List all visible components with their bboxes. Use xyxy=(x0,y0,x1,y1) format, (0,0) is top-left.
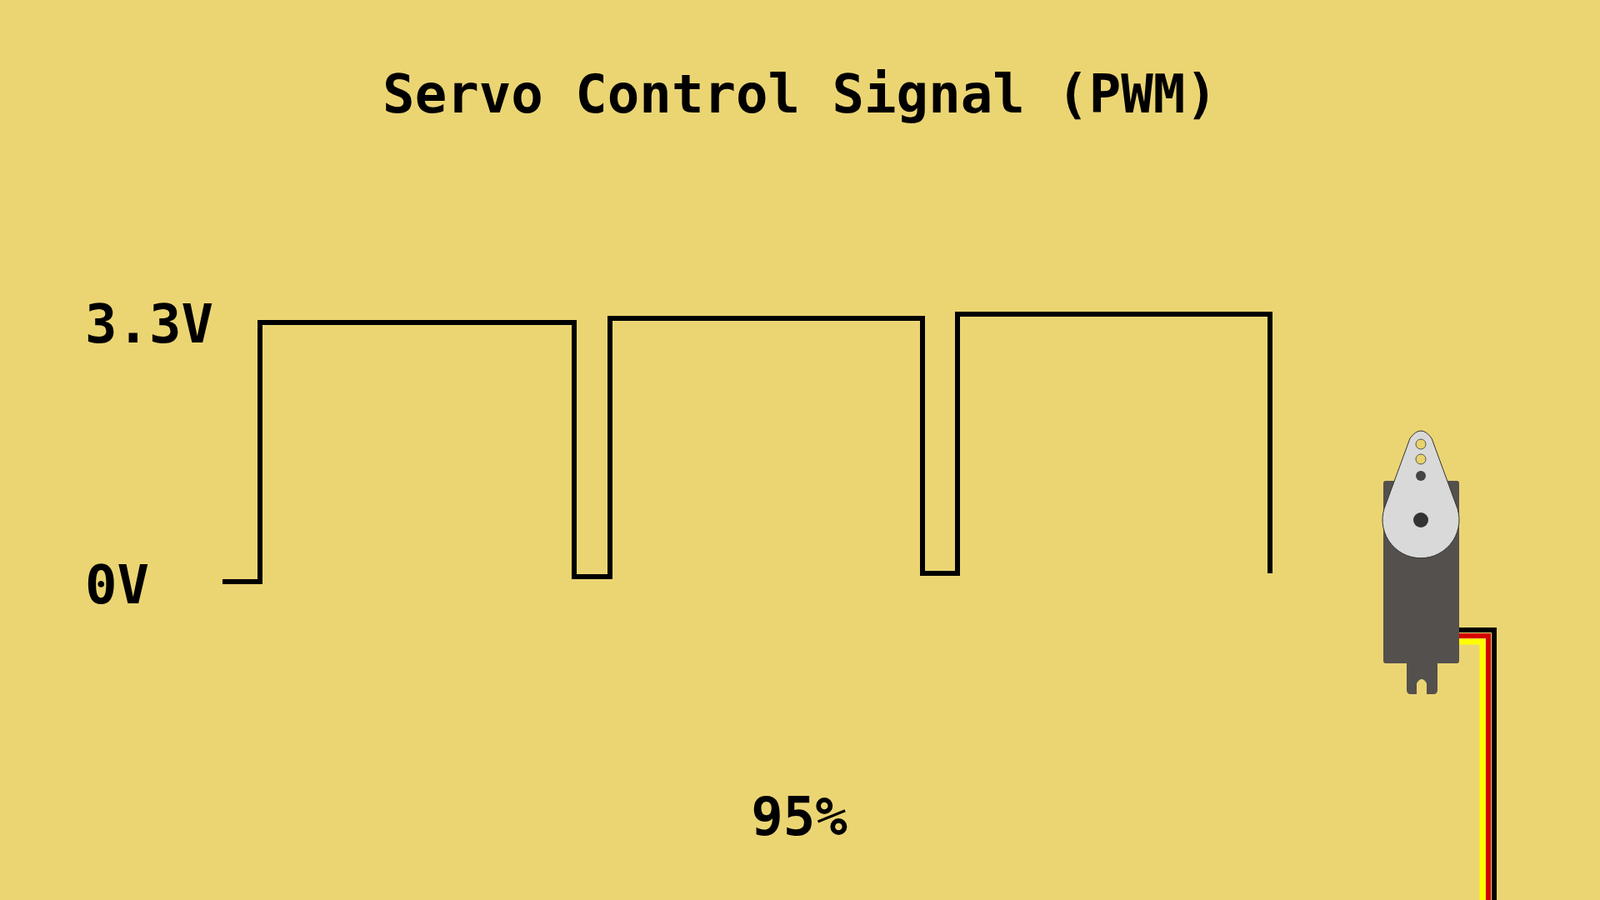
voltage-label: 3.3V xyxy=(85,297,214,351)
servo-motor xyxy=(1382,430,1460,695)
servo-wires xyxy=(1458,630,1495,900)
pwm-waveform xyxy=(222,314,1270,582)
duty-cycle-label: 95% xyxy=(750,790,848,844)
diagram-title: Servo Control Signal (PWM) xyxy=(382,67,1218,121)
voltage-label: 0V xyxy=(85,558,150,612)
